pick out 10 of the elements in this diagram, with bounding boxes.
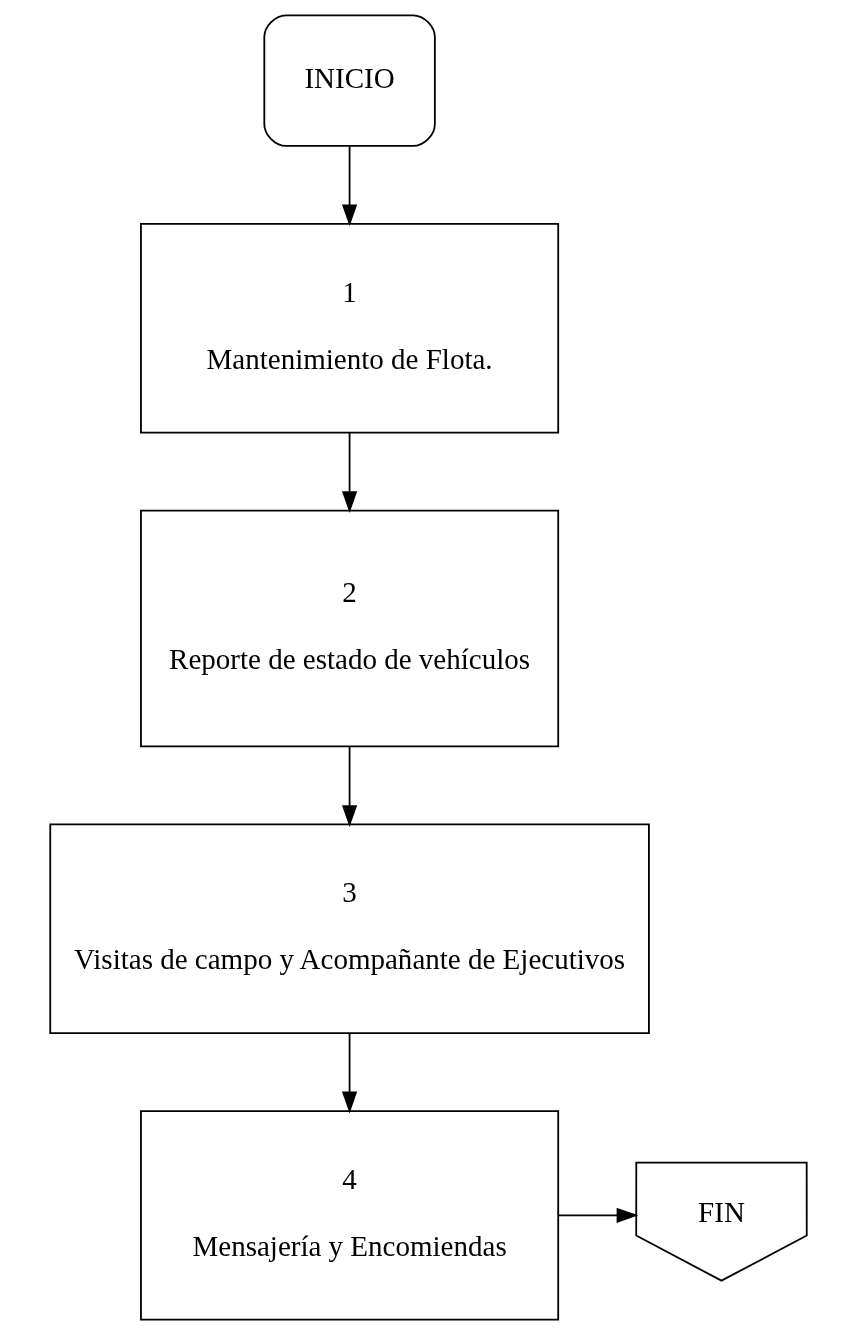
arrow — [341, 145, 358, 227]
arrow — [557, 1207, 639, 1223]
arrow — [341, 432, 358, 513]
node-box: 3 Visitas de campo y Acompañante de Ejecutivos — [49, 823, 650, 1034]
arrow — [341, 745, 358, 828]
node-box: INICIO — [263, 14, 436, 147]
node-box: 4 Mensajería y Encomiendas — [140, 1110, 560, 1321]
node-box: 2 Reporte de estado de vehículos — [140, 509, 560, 748]
arrow — [341, 1032, 358, 1114]
node-box: 1 Mantenimiento de Flota. — [140, 223, 560, 434]
